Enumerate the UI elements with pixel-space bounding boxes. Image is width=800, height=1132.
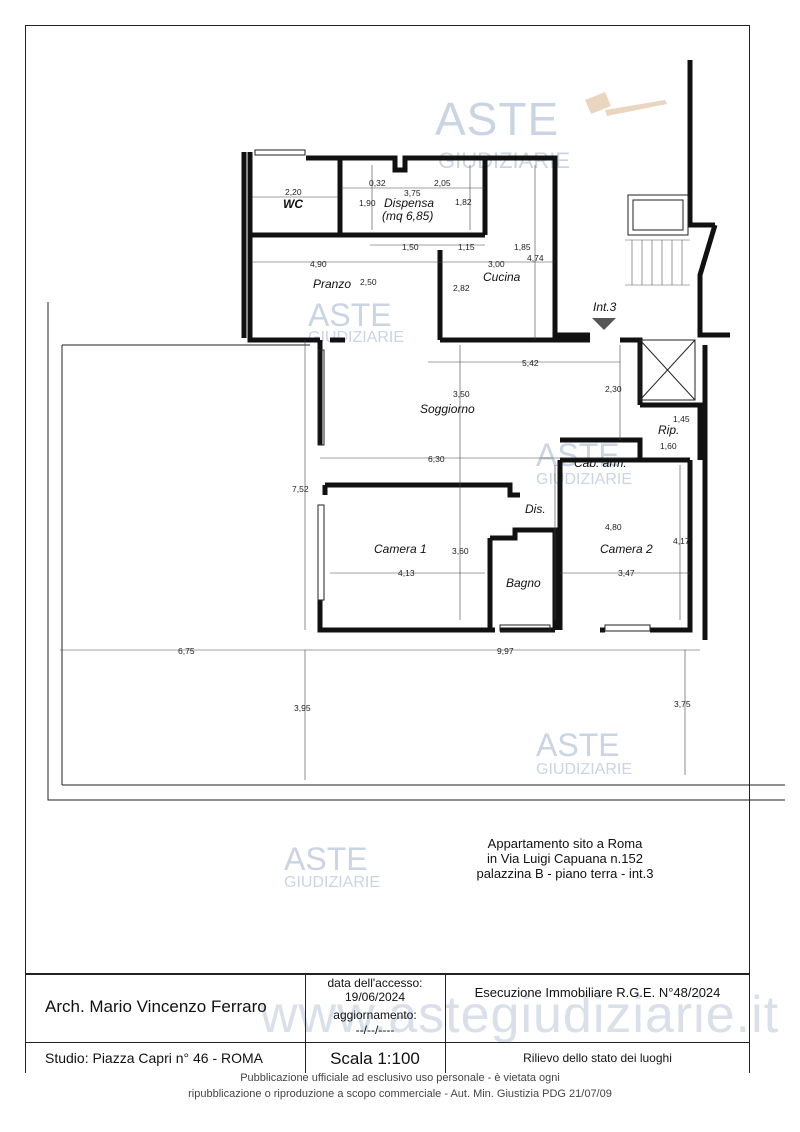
dim-value: 1,82 bbox=[455, 197, 472, 207]
publication-notice: Pubblicazione ufficiale ad esclusivo uso… bbox=[0, 1070, 800, 1102]
address-line: Appartamento sito a Roma bbox=[487, 836, 643, 851]
room-dis: Dis. bbox=[525, 502, 546, 516]
architect-name: Arch. Mario Vincenzo Ferraro bbox=[45, 997, 267, 1016]
watermark-brand: ASTE bbox=[284, 841, 368, 877]
survey-subject: Rilievo dello stato dei luoghi bbox=[523, 1051, 672, 1065]
room-wc: WC bbox=[283, 197, 303, 211]
room-dispensa-area: (mq 6,85) bbox=[382, 209, 433, 223]
studio-address: Studio: Piazza Capri n° 46 - ROMA bbox=[45, 1050, 264, 1066]
dim-value: 4,74 bbox=[527, 253, 544, 263]
watermark-sub: GIUDIZIARIE bbox=[536, 471, 632, 488]
dimension-values: 2,20 1,90 0,32 3,75 2,05 1,82 1,50 1,15 … bbox=[178, 178, 691, 713]
stairs bbox=[625, 239, 690, 286]
dim-value: 2,20 bbox=[285, 187, 302, 197]
watermark-brand: ASTE bbox=[435, 93, 559, 145]
dim-value: 4,13 bbox=[398, 568, 415, 578]
watermark-top: ASTE GIUDIZIARIE bbox=[435, 92, 667, 173]
room-bagno: Bagno bbox=[506, 576, 541, 590]
dim-value: 1,85 bbox=[514, 242, 531, 252]
room-rip: Rip. bbox=[658, 423, 679, 437]
unit-label: Int.3 bbox=[593, 300, 617, 314]
watermark-sub: GIUDIZIARIE bbox=[284, 874, 380, 891]
dim-value: 3,60 bbox=[452, 546, 469, 556]
update-value: --/--/---- bbox=[355, 1023, 395, 1037]
dim-value: 5,42 bbox=[522, 358, 539, 368]
windows bbox=[254, 149, 651, 632]
walls bbox=[241, 60, 730, 640]
dim-value: 9,97 bbox=[497, 646, 514, 656]
watermark-brand: ASTE bbox=[536, 437, 620, 473]
dimension-lines bbox=[60, 165, 700, 780]
access-date: 19/06/2024 bbox=[344, 990, 406, 1004]
dim-value: 4,17 bbox=[673, 536, 690, 546]
dim-value: 6,30 bbox=[428, 454, 445, 464]
update-label: aggiornamento: bbox=[333, 1008, 417, 1022]
dim-value: 7,52 bbox=[292, 484, 309, 494]
room-camera2: Camera 2 bbox=[600, 542, 653, 556]
dim-value: 3,47 bbox=[618, 568, 635, 578]
title-block: Arch. Mario Vincenzo Ferraro Studio: Pia… bbox=[25, 973, 750, 1073]
dim-value: 1,45 bbox=[673, 414, 690, 424]
watermark-brand: ASTE bbox=[308, 297, 392, 333]
dim-value: 1,15 bbox=[458, 242, 475, 252]
dim-value: 2,82 bbox=[453, 283, 470, 293]
dim-value: 1,60 bbox=[660, 441, 677, 451]
dim-value: 3,75 bbox=[674, 699, 691, 709]
room-cab-arm: Cab. arm. bbox=[574, 456, 627, 470]
dim-value: 1,50 bbox=[402, 242, 419, 252]
watermark-sub: GIUDIZIARIE bbox=[536, 761, 632, 778]
address-line: palazzina B - piano terra - int.3 bbox=[476, 866, 654, 881]
dim-value: 0,32 bbox=[369, 178, 386, 188]
entrance-marker-icon bbox=[592, 318, 616, 330]
dim-value: 3,95 bbox=[294, 703, 311, 713]
address-line: in Via Luigi Capuana n.152 bbox=[487, 851, 643, 866]
dim-value: 6,75 bbox=[178, 646, 195, 656]
room-camera1: Camera 1 bbox=[374, 542, 427, 556]
dim-value: 2,05 bbox=[434, 178, 451, 188]
dim-value: 4,90 bbox=[310, 259, 327, 269]
notice-line: ripubblicazione o riproduzione a scopo c… bbox=[188, 1088, 612, 1100]
room-dispensa: Dispensa bbox=[384, 196, 434, 210]
scale: Scala 1:100 bbox=[330, 1049, 420, 1068]
dim-value: 4,80 bbox=[605, 522, 622, 532]
property-address: Appartamento sito a Roma in Via Luigi Ca… bbox=[440, 836, 690, 881]
dim-value: 2,50 bbox=[360, 277, 377, 287]
gavel-icon bbox=[585, 92, 667, 116]
room-cucina: Cucina bbox=[483, 270, 521, 284]
watermark-site: www.astegiudiziarie.it bbox=[260, 986, 780, 1044]
terrace bbox=[47, 302, 785, 801]
notice-line: Pubblicazione ufficiale ad esclusivo uso… bbox=[240, 1072, 560, 1084]
room-pranzo: Pranzo bbox=[313, 277, 351, 291]
access-label: data dell'accesso: bbox=[327, 976, 423, 990]
dim-value: 2,30 bbox=[605, 384, 622, 394]
drawing-frame bbox=[25, 25, 750, 975]
room-labels: WC Dispensa (mq 6,85) Pranzo Cucina Sogg… bbox=[283, 196, 679, 590]
dim-value: 3,00 bbox=[488, 259, 505, 269]
dim-value: 3,75 bbox=[404, 188, 421, 198]
room-soggiorno: Soggiorno bbox=[420, 402, 475, 416]
dim-value: 3,50 bbox=[453, 389, 470, 399]
dim-value: 1,90 bbox=[359, 198, 376, 208]
procedure-ref: Esecuzione Immobiliare R.G.E. N°48/2024 bbox=[474, 985, 721, 1000]
watermark-mid: ASTE GIUDIZIARIE ASTE GIUDIZIARIE ASTE G… bbox=[284, 297, 632, 891]
watermark-brand: ASTE bbox=[536, 727, 620, 763]
